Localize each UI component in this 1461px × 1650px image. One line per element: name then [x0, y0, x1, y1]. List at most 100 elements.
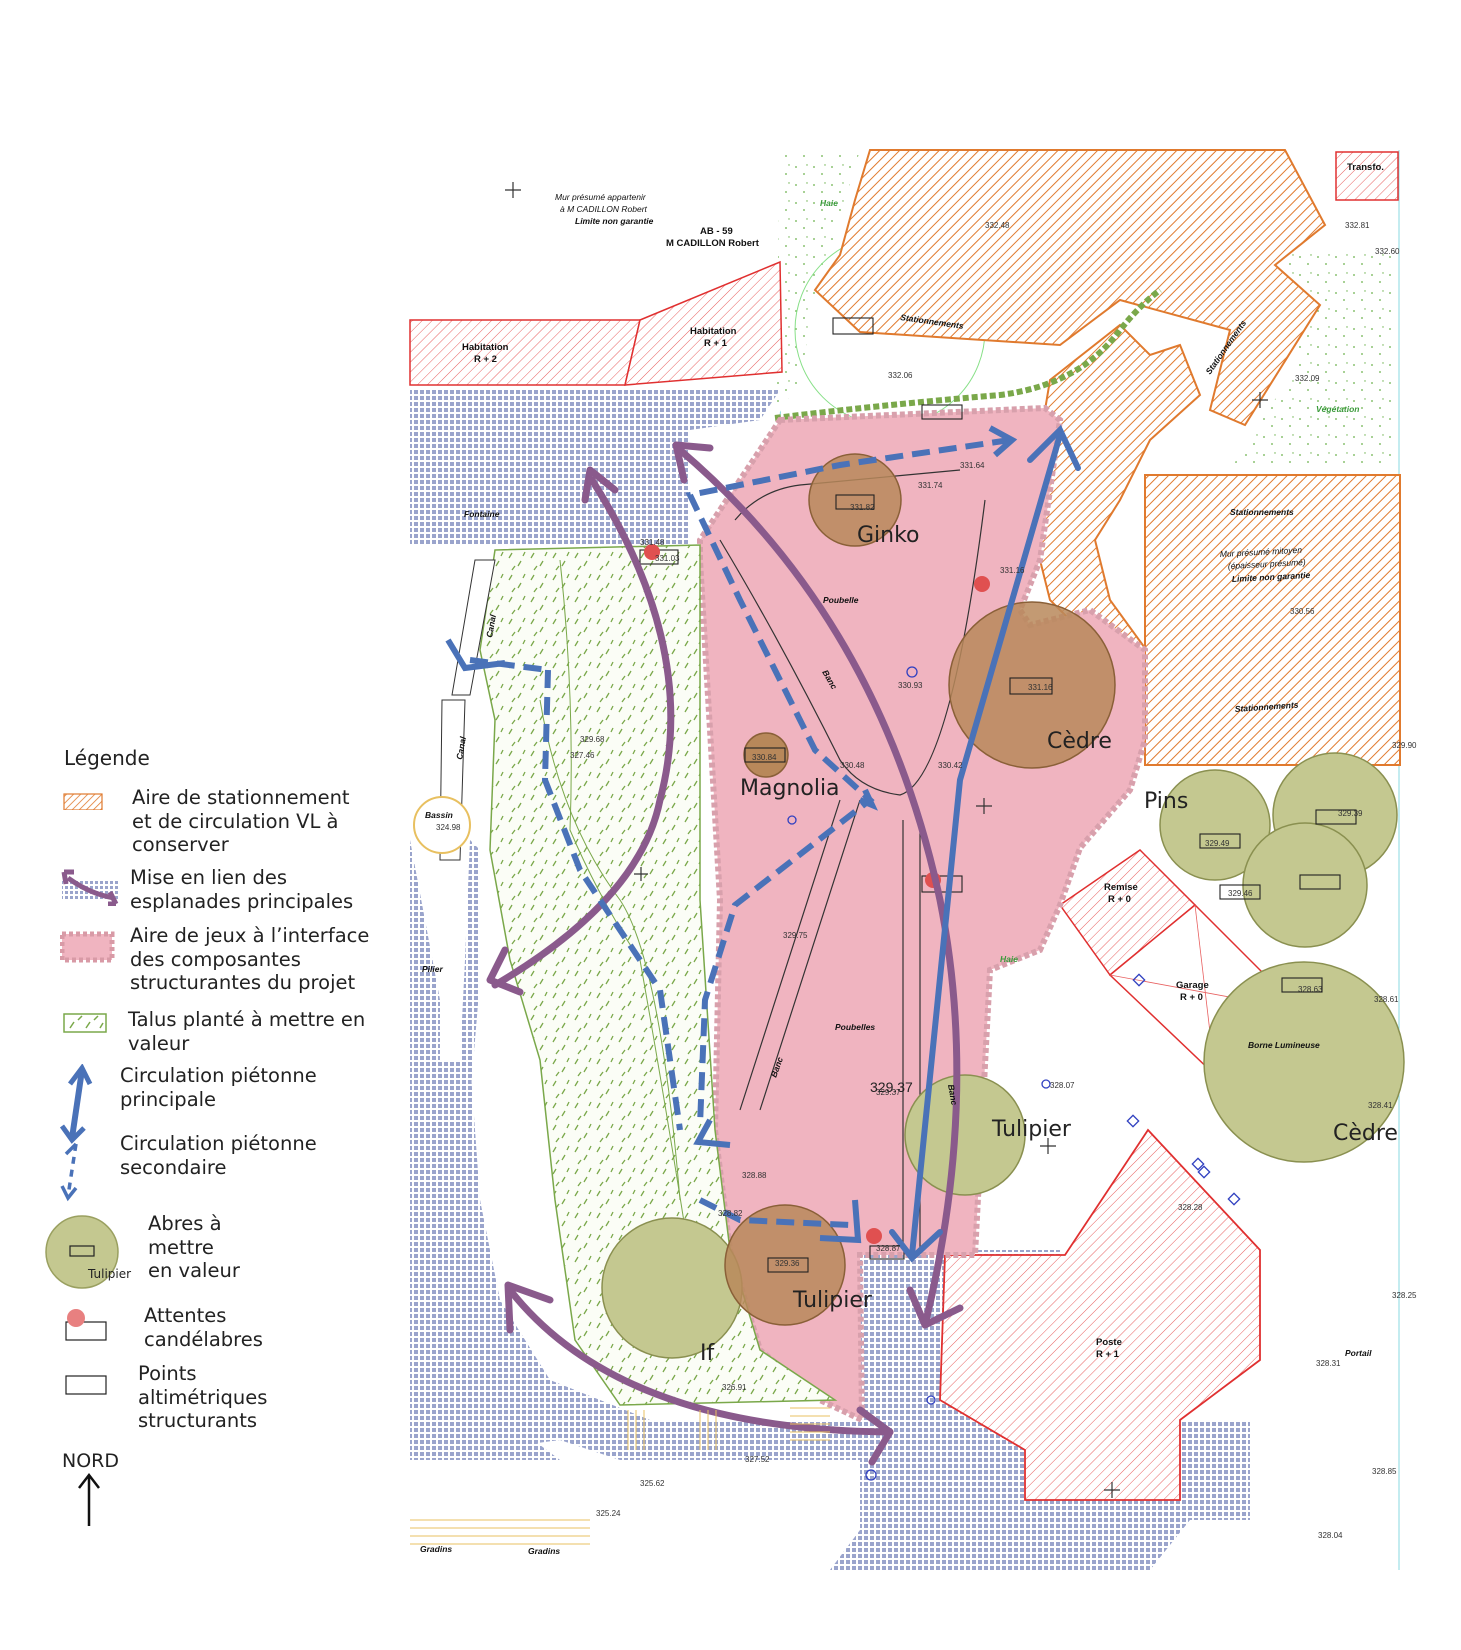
esplanade-west — [410, 840, 900, 1570]
altitude-label: 328.07 — [1050, 1081, 1075, 1090]
building-habitation-r2 — [409, 319, 641, 386]
svg-text:R + 0: R + 0 — [1180, 992, 1203, 1003]
altitude-label: 327.46 — [570, 751, 595, 760]
tree-cedre-2 — [1203, 961, 1405, 1163]
tree-ginko — [808, 453, 902, 547]
hedge-line — [774, 287, 1162, 421]
legend-text-slope: Talus planté à mettre en valeur — [128, 1008, 366, 1055]
altitude-label: 329.90 — [1392, 741, 1417, 750]
altitude-label: 331.82 — [850, 503, 875, 512]
tree-tulipier-2 — [724, 1204, 846, 1326]
label-bassin: Bassin — [425, 810, 453, 820]
blue-double-arrow-icon — [60, 1064, 93, 1144]
altitude-boxes — [639, 317, 1357, 1273]
legend-text-parking: Aire de stationnement et de circulation … — [132, 786, 350, 856]
svg-text:Limite non garantie: Limite non garantie — [1232, 570, 1311, 584]
altitude-label: 329.49 — [1205, 839, 1230, 848]
label-poste: Poste — [1096, 1337, 1122, 1348]
point-box-icon — [65, 1375, 107, 1395]
altitude-label: 331.48 — [640, 538, 665, 547]
tree-icon — [45, 1215, 119, 1289]
altitude-label: 328.41 — [1368, 1101, 1393, 1110]
altitude-label: 330.48 — [840, 761, 865, 770]
altitude-label: 331.16 — [1028, 683, 1053, 692]
tree-tulipier-1 — [904, 1074, 1026, 1196]
label-poubelle: Poubelle — [823, 595, 859, 605]
altitude-label: 331.74 — [918, 481, 943, 490]
svg-text:Limite non garantie: Limite non garantie — [575, 216, 654, 226]
survey-crosses — [505, 182, 1268, 1498]
altitude-label: 332.09 — [1295, 374, 1320, 383]
legend-text-play: Aire de jeux à l’interface des composant… — [130, 924, 370, 994]
parking-north — [813, 149, 1327, 427]
svg-text:M CADILLON Robert: M CADILLON Robert — [666, 238, 760, 249]
note-owner: Mur présumé appartenir — [555, 192, 647, 202]
label-magnolia: Magnolia — [740, 776, 840, 801]
altitude-label: 331.64 — [960, 461, 985, 470]
green-slope-icon — [63, 1013, 107, 1033]
label-parcel: AB - 59 — [700, 226, 733, 237]
altitude-label: 328.25 — [1392, 1291, 1417, 1300]
altitude-label: 332.60 — [1375, 247, 1400, 256]
altitude-label: 328.61 — [1374, 995, 1399, 1004]
legend-text-tree: Abres à mettre en valeur — [148, 1212, 240, 1282]
legend-text-link: Mise en lien des esplanades principales — [130, 866, 354, 913]
label-ginko: Ginko — [857, 523, 920, 548]
label-poubelles: Poubelles — [835, 1022, 875, 1032]
legend-tree-sub: Tulipier — [88, 1267, 132, 1281]
altitude-label: 331.03 — [655, 554, 680, 563]
altitude-label: 329.39 — [1338, 809, 1363, 818]
label-habitation-r1: Habitation — [690, 326, 737, 337]
altitude-label: 328.04 — [1318, 1531, 1343, 1540]
bassin-circle — [413, 796, 471, 854]
label-if: If — [700, 1341, 715, 1366]
label-fontaine: Fontaine — [464, 509, 500, 519]
svg-text:R + 0: R + 0 — [1108, 894, 1131, 905]
altitude-label: 332.81 — [1345, 221, 1370, 230]
tree-magnolia — [743, 732, 789, 778]
label-cedre-2: Cèdre — [1333, 1121, 1398, 1146]
label-haie: Haie — [820, 198, 838, 208]
tree-pins — [1159, 752, 1398, 948]
purple-double-arrow-icon — [61, 869, 119, 906]
altitude-label: 330.93 — [898, 681, 923, 690]
pink-zone-icon — [60, 931, 115, 963]
legend-title: Légende — [64, 746, 150, 770]
label-tulipier-1: Tulipier — [991, 1117, 1072, 1142]
svg-text:R + 2: R + 2 — [474, 354, 497, 365]
altitude-label: 328.88 — [742, 1171, 767, 1180]
tree-if — [601, 1217, 743, 1359]
altitude-label: 329.75 — [783, 931, 808, 940]
label-pilier: Pilier — [422, 964, 443, 974]
north-arrow-icon — [78, 1472, 100, 1526]
label-canal: Canal — [484, 613, 498, 638]
blue-dashed-arrow-icon — [60, 1142, 78, 1202]
altitude-label: 328.82 — [718, 1209, 743, 1218]
vegetation-area — [1230, 250, 1395, 470]
altitude-label: 331.16 — [1000, 566, 1025, 575]
main-walk-arrow — [889, 424, 1081, 1263]
label-portail: Portail — [1345, 1348, 1372, 1358]
svg-text:Canal: Canal — [454, 735, 468, 760]
label-pins: Pins — [1144, 789, 1188, 814]
label-tulipier-2: Tulipier — [792, 1288, 873, 1313]
building-transfo — [1335, 151, 1399, 201]
building-habitation-r1 — [624, 260, 783, 386]
altitude-label: 329.37 — [876, 1088, 901, 1097]
tree-cedre-1 — [948, 601, 1116, 769]
planted-slope — [479, 544, 838, 1406]
altitude-label: 325.24 — [596, 1509, 621, 1518]
altitude-label: 325.62 — [640, 1479, 665, 1488]
label-garage: Garage — [1176, 980, 1209, 991]
svg-text:Gradins: Gradins — [528, 1546, 560, 1556]
altitude-label: 328.28 — [1178, 1203, 1203, 1212]
secondary-walk-arrows — [469, 437, 1011, 1228]
building-poste — [939, 1128, 1261, 1501]
street-furniture — [787, 666, 1241, 1481]
svg-text:Stationnements: Stationnements — [1234, 700, 1299, 714]
altitude-label: 328.87 — [876, 1244, 901, 1253]
altitude-label: 330.42 — [938, 761, 963, 770]
legend-text-points: Points altimétriques structurants — [138, 1362, 268, 1432]
legend: Légende Aire de stationnement et de circ… — [0, 0, 410, 1650]
